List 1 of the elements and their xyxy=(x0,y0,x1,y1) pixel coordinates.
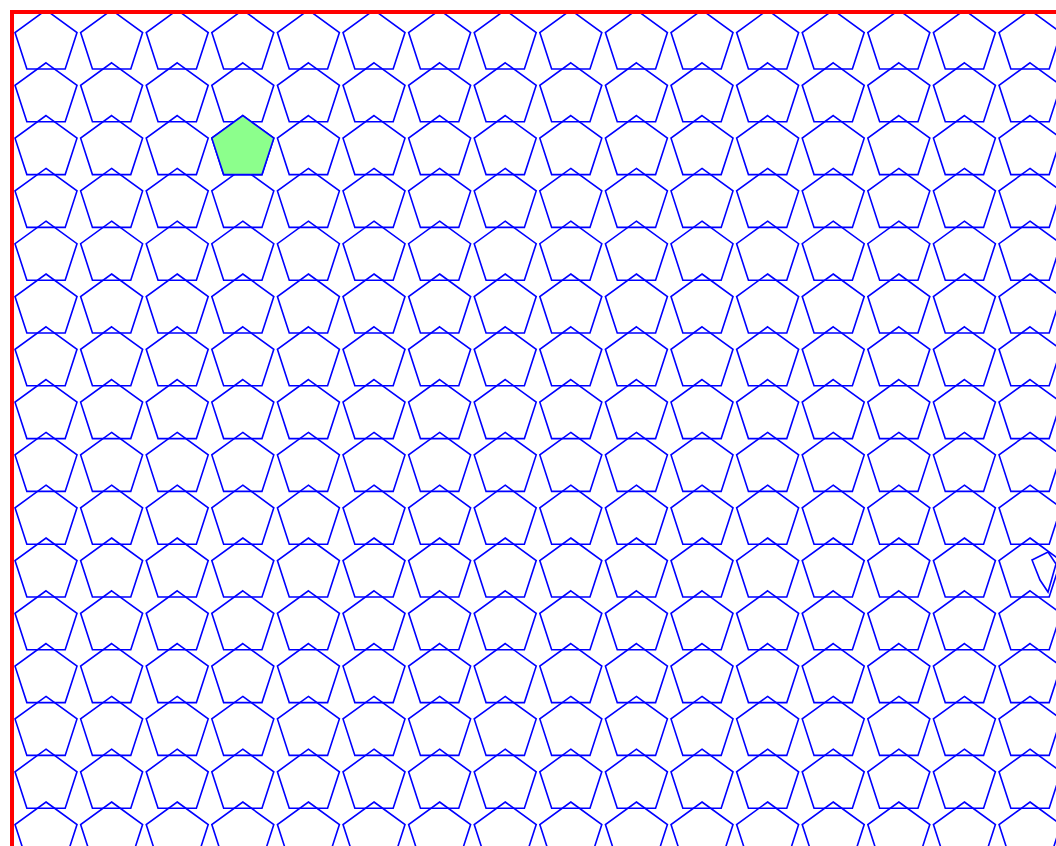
highlighted-pentagon xyxy=(210,114,275,176)
